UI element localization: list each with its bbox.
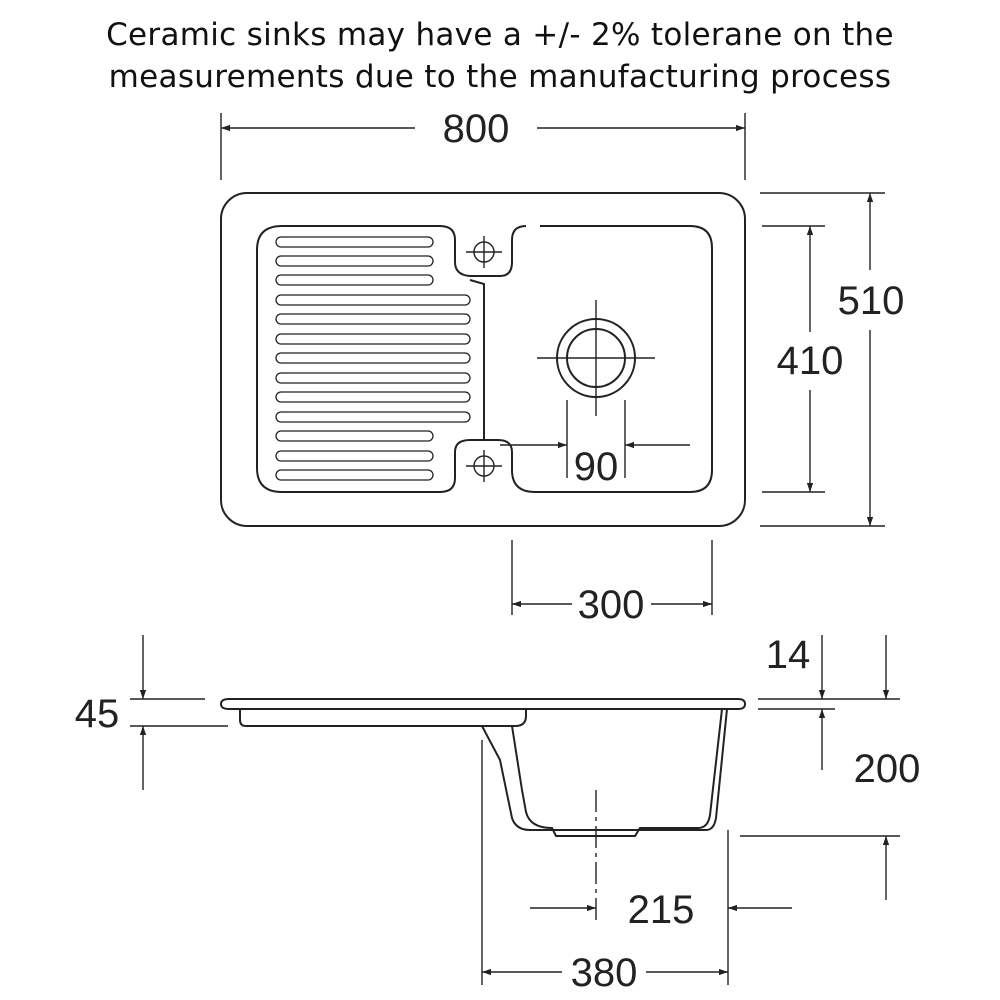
dimension-300-label: 300 [578,583,645,627]
dimension-14: 14 [758,633,900,770]
dimension-45-label: 45 [75,692,120,736]
bowl-profile [481,708,728,831]
tap-hole-marker-top [466,236,502,268]
dimension-380: 380 [481,740,728,995]
dimension-14-label: 14 [766,633,811,677]
dimension-510-label: 510 [838,279,905,323]
tolerance-note-line-2: measurements due to the manufacturing pr… [108,59,892,95]
tap-hole-marker-bottom [466,450,502,482]
sink-outline [220,192,746,527]
dimension-510: 510 [760,192,905,527]
dimension-200: 200 [740,635,920,900]
dimension-90: 90 [500,400,690,489]
dimension-800-label: 800 [443,107,510,151]
bowl-inner-profile [511,708,723,837]
waste-outlet [537,300,655,416]
dimension-215-label: 215 [628,888,695,932]
drainer-grooves [275,236,471,481]
dimension-800: 800 [220,107,746,180]
bowl-outline [484,225,713,493]
tolerance-note: Ceramic sinks may have a +/- 2% tolerane… [0,14,1000,98]
dimension-410-label: 410 [777,339,844,383]
dimension-410: 410 [762,225,844,493]
dimension-200-label: 200 [854,747,921,791]
dimension-45: 45 [75,635,228,790]
drainer-underside [239,709,527,727]
deck-profile [219,698,747,710]
dimension-90-label: 90 [574,445,619,489]
dimension-380-label: 380 [571,951,638,995]
dimension-300: 300 [511,540,713,627]
tolerance-note-line-1: Ceramic sinks may have a +/- 2% tolerane… [106,17,894,53]
drainer-outline [256,225,527,493]
dimension-215: 215 [530,830,792,985]
plan-view: 800 510 410 90 [220,107,905,627]
section-view: 45 14 200 215 380 [75,633,921,995]
